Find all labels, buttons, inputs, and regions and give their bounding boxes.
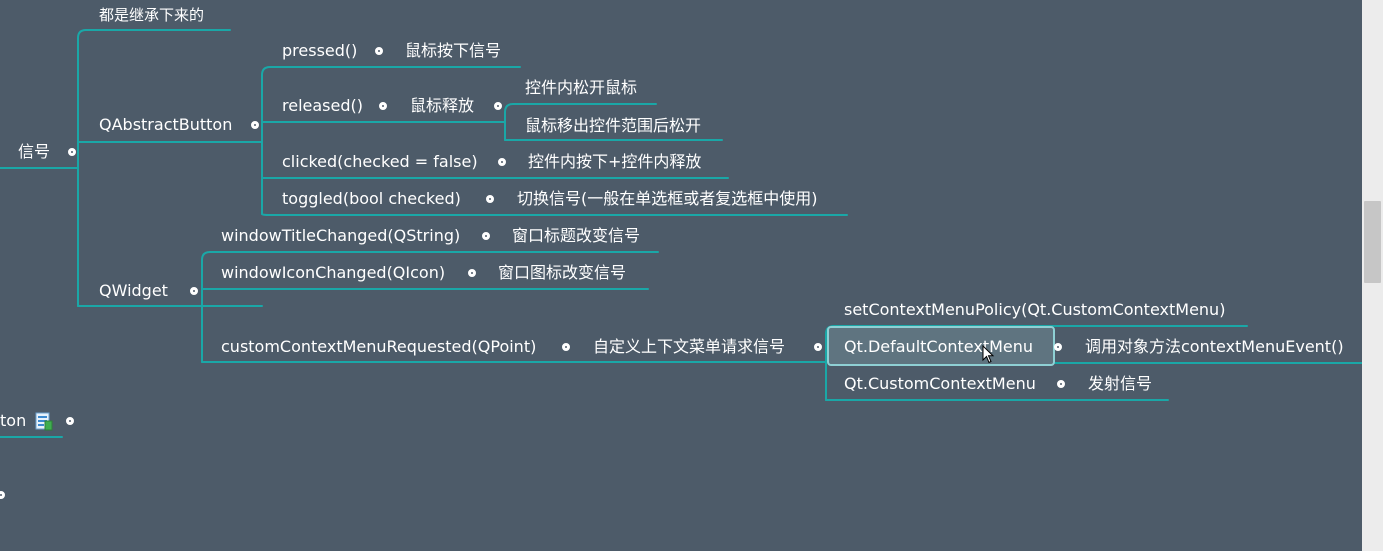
node-clicked[interactable]: clicked(checked = false) [282,152,478,171]
collapse-toggle-icon[interactable] [68,148,76,156]
collapse-toggle-icon[interactable] [375,47,383,55]
node-qt-default-context-menu[interactable]: Qt.DefaultContextMenu [844,337,1034,356]
node-released[interactable]: released() [282,96,363,115]
collapse-toggle-icon[interactable] [1054,343,1062,351]
node-pressed-desc[interactable]: 鼠标按下信号 [405,41,502,60]
collapse-toggle-icon[interactable] [379,102,387,110]
node-qt-custom-context-menu[interactable]: Qt.CustomContextMenu [844,374,1036,393]
node-released-desc[interactable]: 鼠标释放 [410,96,475,115]
collapse-toggle-icon[interactable] [486,195,494,203]
node-released-inside[interactable]: 控件内松开鼠标 [525,78,638,97]
node-toggled[interactable]: toggled(bool checked) [282,189,461,208]
node-custom-context-menu-desc[interactable]: 自定义上下文菜单请求信号 [593,337,786,356]
scrollbar-thumb[interactable] [1364,201,1381,283]
node-root-signal[interactable]: 信号 [18,142,51,161]
note-attachment-icon[interactable] [35,411,53,431]
node-pressed[interactable]: pressed() [282,41,358,60]
node-custom-context-menu-requested[interactable]: customContextMenuRequested(QPoint) [221,337,537,356]
node-clicked-desc[interactable]: 控件内按下+控件内释放 [528,152,702,171]
node-window-icon-desc[interactable]: 窗口图标改变信号 [498,263,627,282]
node-window-title-changed[interactable]: windowTitleChanged(QString) [221,226,461,245]
selected-node-highlight [827,326,1055,366]
collapse-toggle-icon[interactable] [498,158,506,166]
collapse-toggle-icon[interactable] [251,121,259,129]
mouse-pointer-icon [982,345,995,364]
expand-toggle-icon[interactable] [66,417,74,425]
node-top-note[interactable]: 都是继承下来的 [99,6,205,24]
node-default-context-menu-desc[interactable]: 调用对象方法contextMenuEvent() [1085,337,1344,356]
collapse-toggle-icon[interactable] [482,232,490,240]
node-toggled-desc[interactable]: 切换信号(一般在单选框或者复选框中使用) [517,189,818,208]
node-partial-button[interactable]: ton [0,411,27,430]
node-qabstractbutton[interactable]: QAbstractButton [99,115,233,134]
collapse-toggle-icon[interactable] [494,102,502,110]
node-window-icon-changed[interactable]: windowIconChanged(QIcon) [221,263,446,282]
collapse-toggle-icon[interactable] [562,343,570,351]
node-qwidget[interactable]: QWidget [99,281,168,300]
node-released-outside[interactable]: 鼠标移出控件范围后松开 [525,116,702,135]
node-window-title-desc[interactable]: 窗口标题改变信号 [512,226,641,245]
node-custom-context-menu-desc[interactable]: 发射信号 [1088,374,1153,393]
collapse-toggle-icon[interactable] [1057,380,1065,388]
collapse-toggle-icon[interactable] [468,269,476,277]
collapse-toggle-icon[interactable] [190,287,198,295]
collapse-toggle-icon[interactable] [814,343,822,351]
expand-toggle-icon[interactable] [0,491,5,499]
node-set-context-menu-policy[interactable]: setContextMenuPolicy(Qt.CustomContextMen… [844,300,1226,319]
